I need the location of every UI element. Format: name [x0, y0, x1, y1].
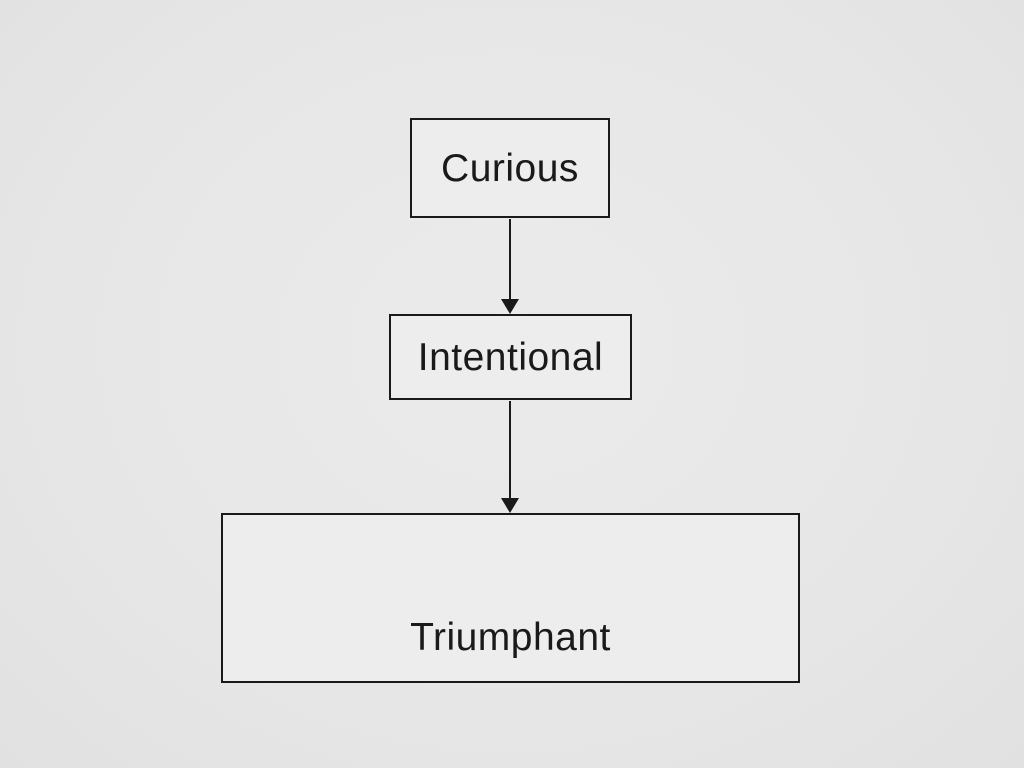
node-intentional-label: Intentional	[417, 335, 604, 379]
arrow-curious-to-intentional	[501, 219, 519, 314]
node-triumphant: Triumphant	[221, 513, 800, 683]
node-curious: Curious	[410, 118, 610, 218]
arrow-intentional-to-triumphant	[501, 401, 519, 513]
node-triumphant-label: Triumphant	[410, 616, 611, 659]
node-intentional: Intentional	[389, 314, 632, 400]
node-curious-label: Curious	[441, 146, 579, 190]
